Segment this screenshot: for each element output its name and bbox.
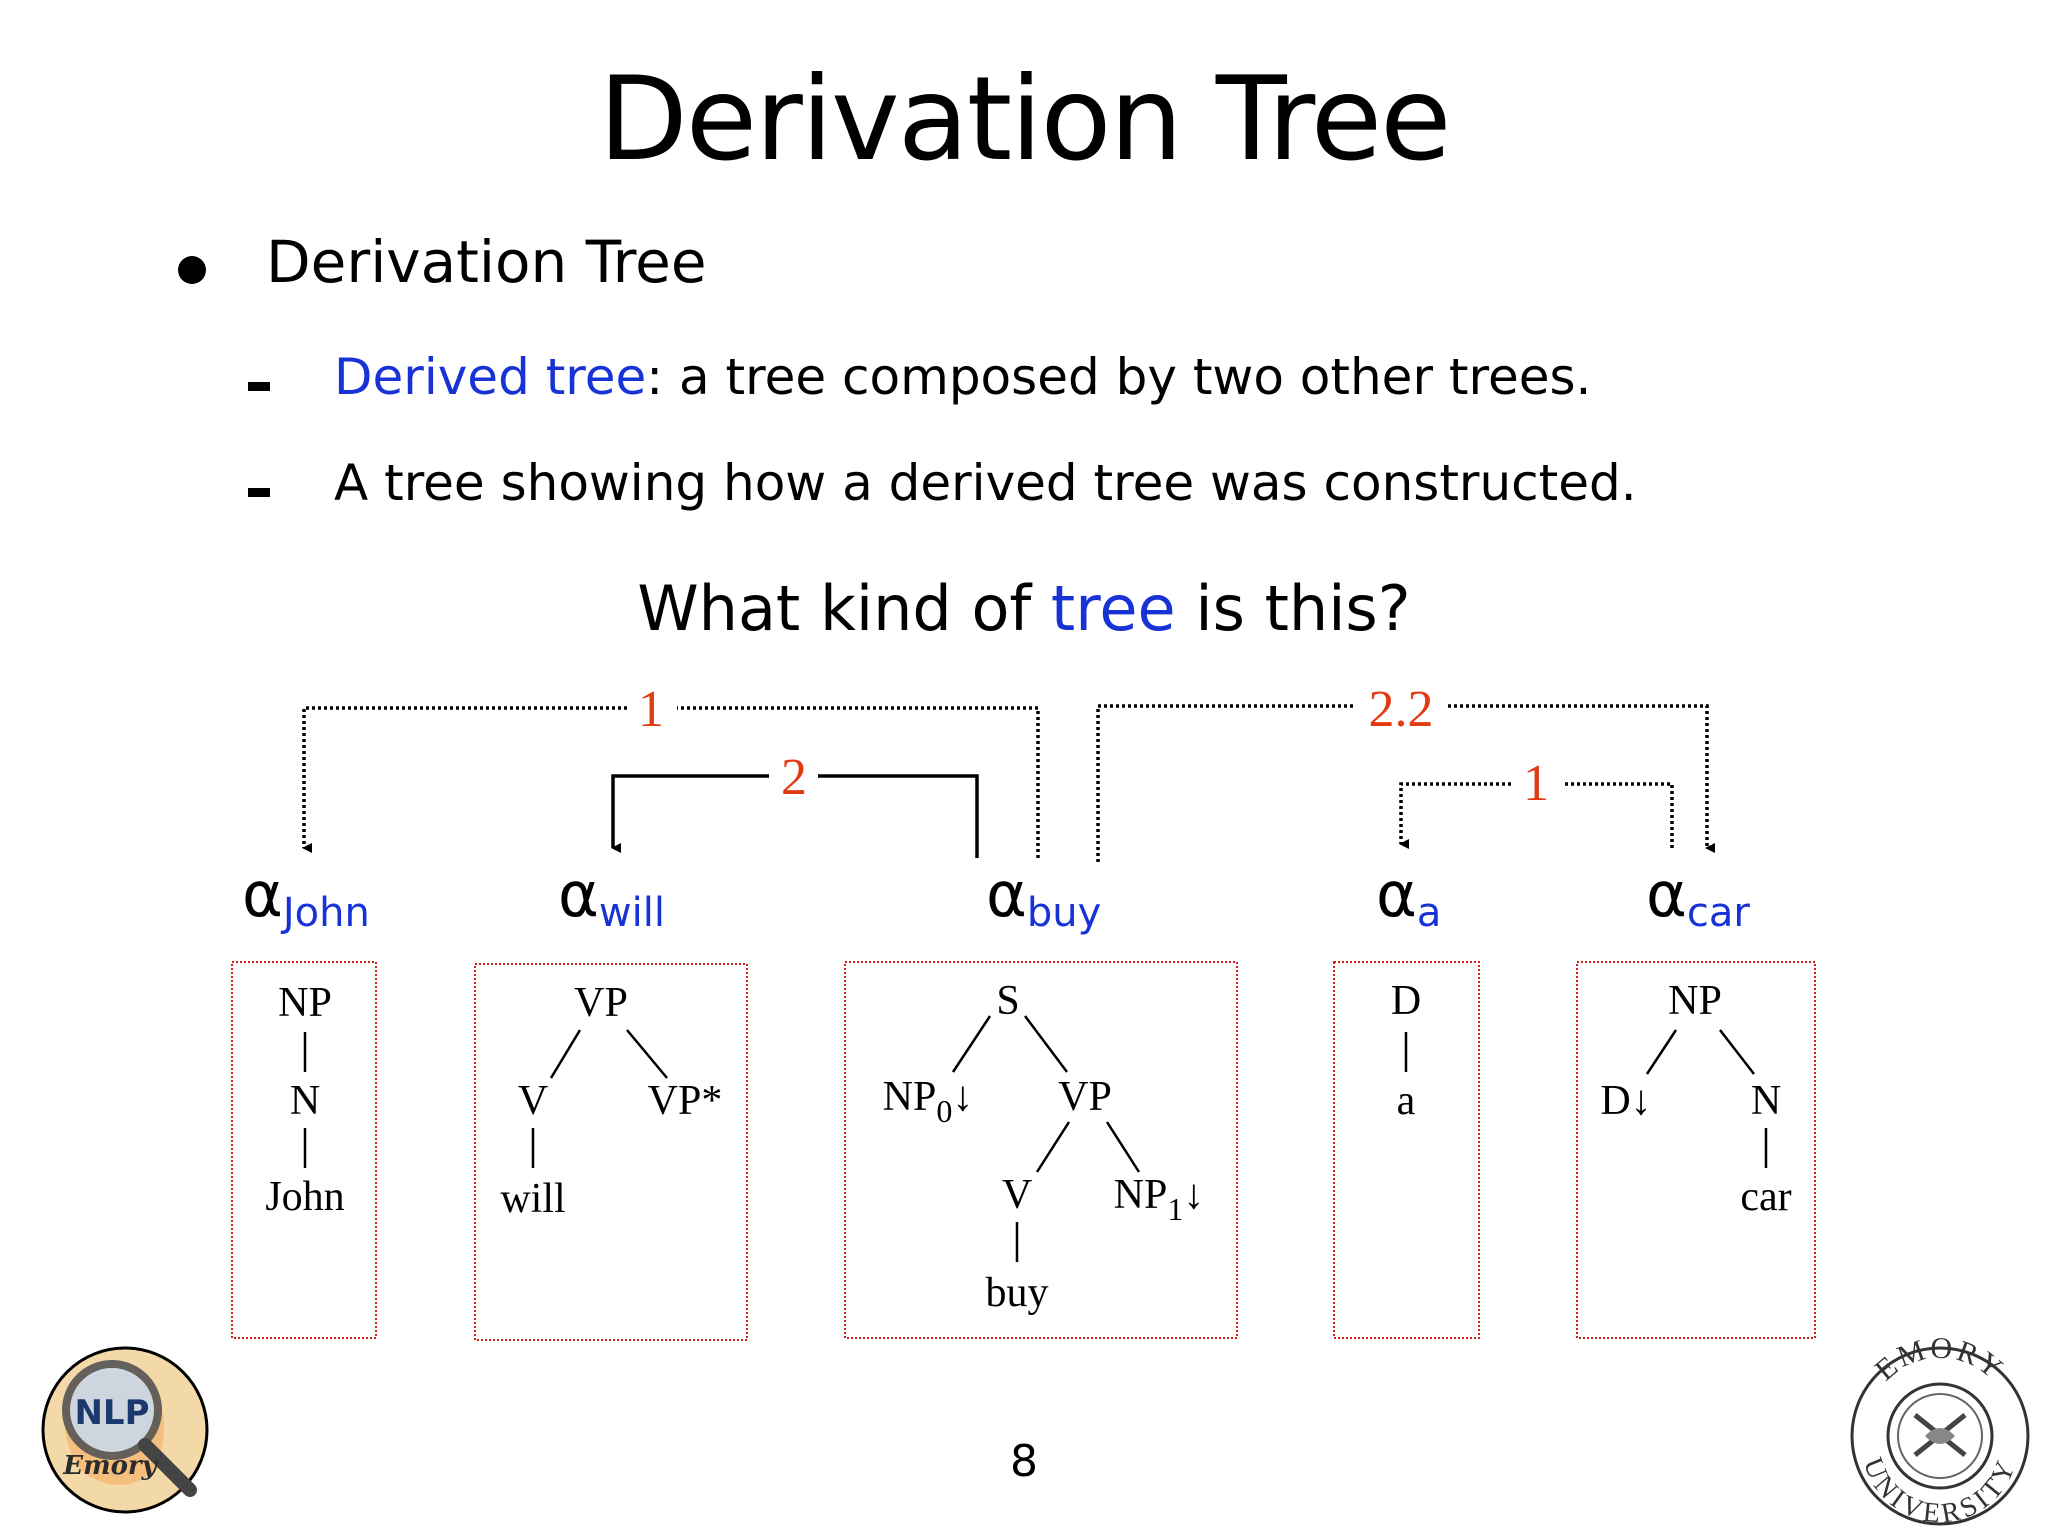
- edge-label: 2: [781, 749, 807, 806]
- bullet-dot-icon: [178, 256, 206, 284]
- sub-item-text: A tree showing how a derived tree was co…: [334, 454, 1637, 512]
- tree-node: VP: [574, 980, 628, 1026]
- logo-text-nlp: NLP: [74, 1393, 149, 1433]
- tree-node: John: [265, 1174, 344, 1220]
- alpha-node-will: αwill: [558, 858, 665, 936]
- sub-item-text: Derived tree: a tree composed by two oth…: [334, 348, 1591, 406]
- tree-box-will: [474, 963, 748, 1341]
- page-number: 8: [1010, 1436, 1038, 1487]
- tree-node: N: [290, 1078, 320, 1124]
- tree-node: N: [1751, 1078, 1781, 1124]
- sub-item-rest: : a tree composed by two other trees.: [646, 348, 1592, 406]
- tree-node: VP*: [648, 1078, 723, 1124]
- edge-label: 1: [638, 681, 664, 738]
- alpha-node-a: αa: [1376, 858, 1441, 936]
- tree-node: NP: [278, 980, 332, 1026]
- tree-node: V: [1002, 1172, 1032, 1218]
- tree-node: VP: [1058, 1074, 1112, 1120]
- edge-labels: 1 2 2.2 1: [638, 681, 1549, 812]
- tree-box-a: [1333, 961, 1480, 1339]
- nlp-emory-logo: NLP Emory: [41, 1346, 209, 1514]
- tree-node: a: [1397, 1078, 1416, 1124]
- alpha-nodes: αJohn αwill αbuy αa αcar: [242, 858, 1750, 936]
- edge-label: 2.2: [1369, 681, 1434, 738]
- tree-node: V: [518, 1078, 548, 1124]
- emory-university-seal: EMORY UNIVERSITY: [1850, 1332, 2030, 1530]
- alpha-node-john: αJohn: [242, 858, 370, 936]
- tree-node: car: [1740, 1174, 1791, 1220]
- question: What kind of tree is this?: [0, 572, 2048, 645]
- alpha-node-car: αcar: [1646, 858, 1750, 936]
- edge-label: 1: [1523, 755, 1549, 812]
- question-after: is this?: [1175, 572, 1411, 645]
- logo-text-emory: Emory: [62, 1451, 158, 1481]
- edge-buy-will: [613, 774, 979, 858]
- question-before: What kind of: [637, 572, 1051, 645]
- edge-buy-car: [1096, 704, 1707, 862]
- tree-box-buy: [844, 961, 1238, 1339]
- tree-node: S: [996, 978, 1019, 1024]
- sub-item-highlight: Derived tree: [334, 348, 647, 406]
- edge-car-a: [1401, 782, 1674, 848]
- slide-title: Derivation Tree: [598, 52, 1451, 187]
- tree-box-car: [1576, 961, 1816, 1339]
- tree-branches: [303, 1015, 1768, 1262]
- tree-node-np1: NP1↓: [1114, 1172, 1205, 1227]
- tree-boxes: [231, 961, 1816, 1341]
- tree-node: NP: [1668, 978, 1722, 1024]
- question-highlight: tree: [1050, 572, 1176, 645]
- dash-icon: [248, 382, 270, 391]
- sub-item-rest: A tree showing how a derived tree was co…: [334, 454, 1637, 512]
- bullet-text: Derivation Tree: [266, 228, 707, 296]
- tree-node: will: [500, 1176, 565, 1222]
- tree-node: buy: [986, 1270, 1049, 1316]
- tree-node-np0: NP0↓: [883, 1074, 974, 1129]
- derivation-edges: [304, 704, 1707, 862]
- alpha-node-buy: αbuy: [986, 858, 1101, 936]
- dash-icon: [248, 488, 270, 497]
- edge-buy-john: [304, 706, 1040, 858]
- tree-nodes: NP N John VP V VP* will S NP0↓ VP V NP1↓…: [265, 978, 1791, 1316]
- tree-node-d: D↓: [1600, 1078, 1651, 1124]
- tree-box-john: [231, 961, 377, 1339]
- tree-node: D: [1391, 978, 1421, 1024]
